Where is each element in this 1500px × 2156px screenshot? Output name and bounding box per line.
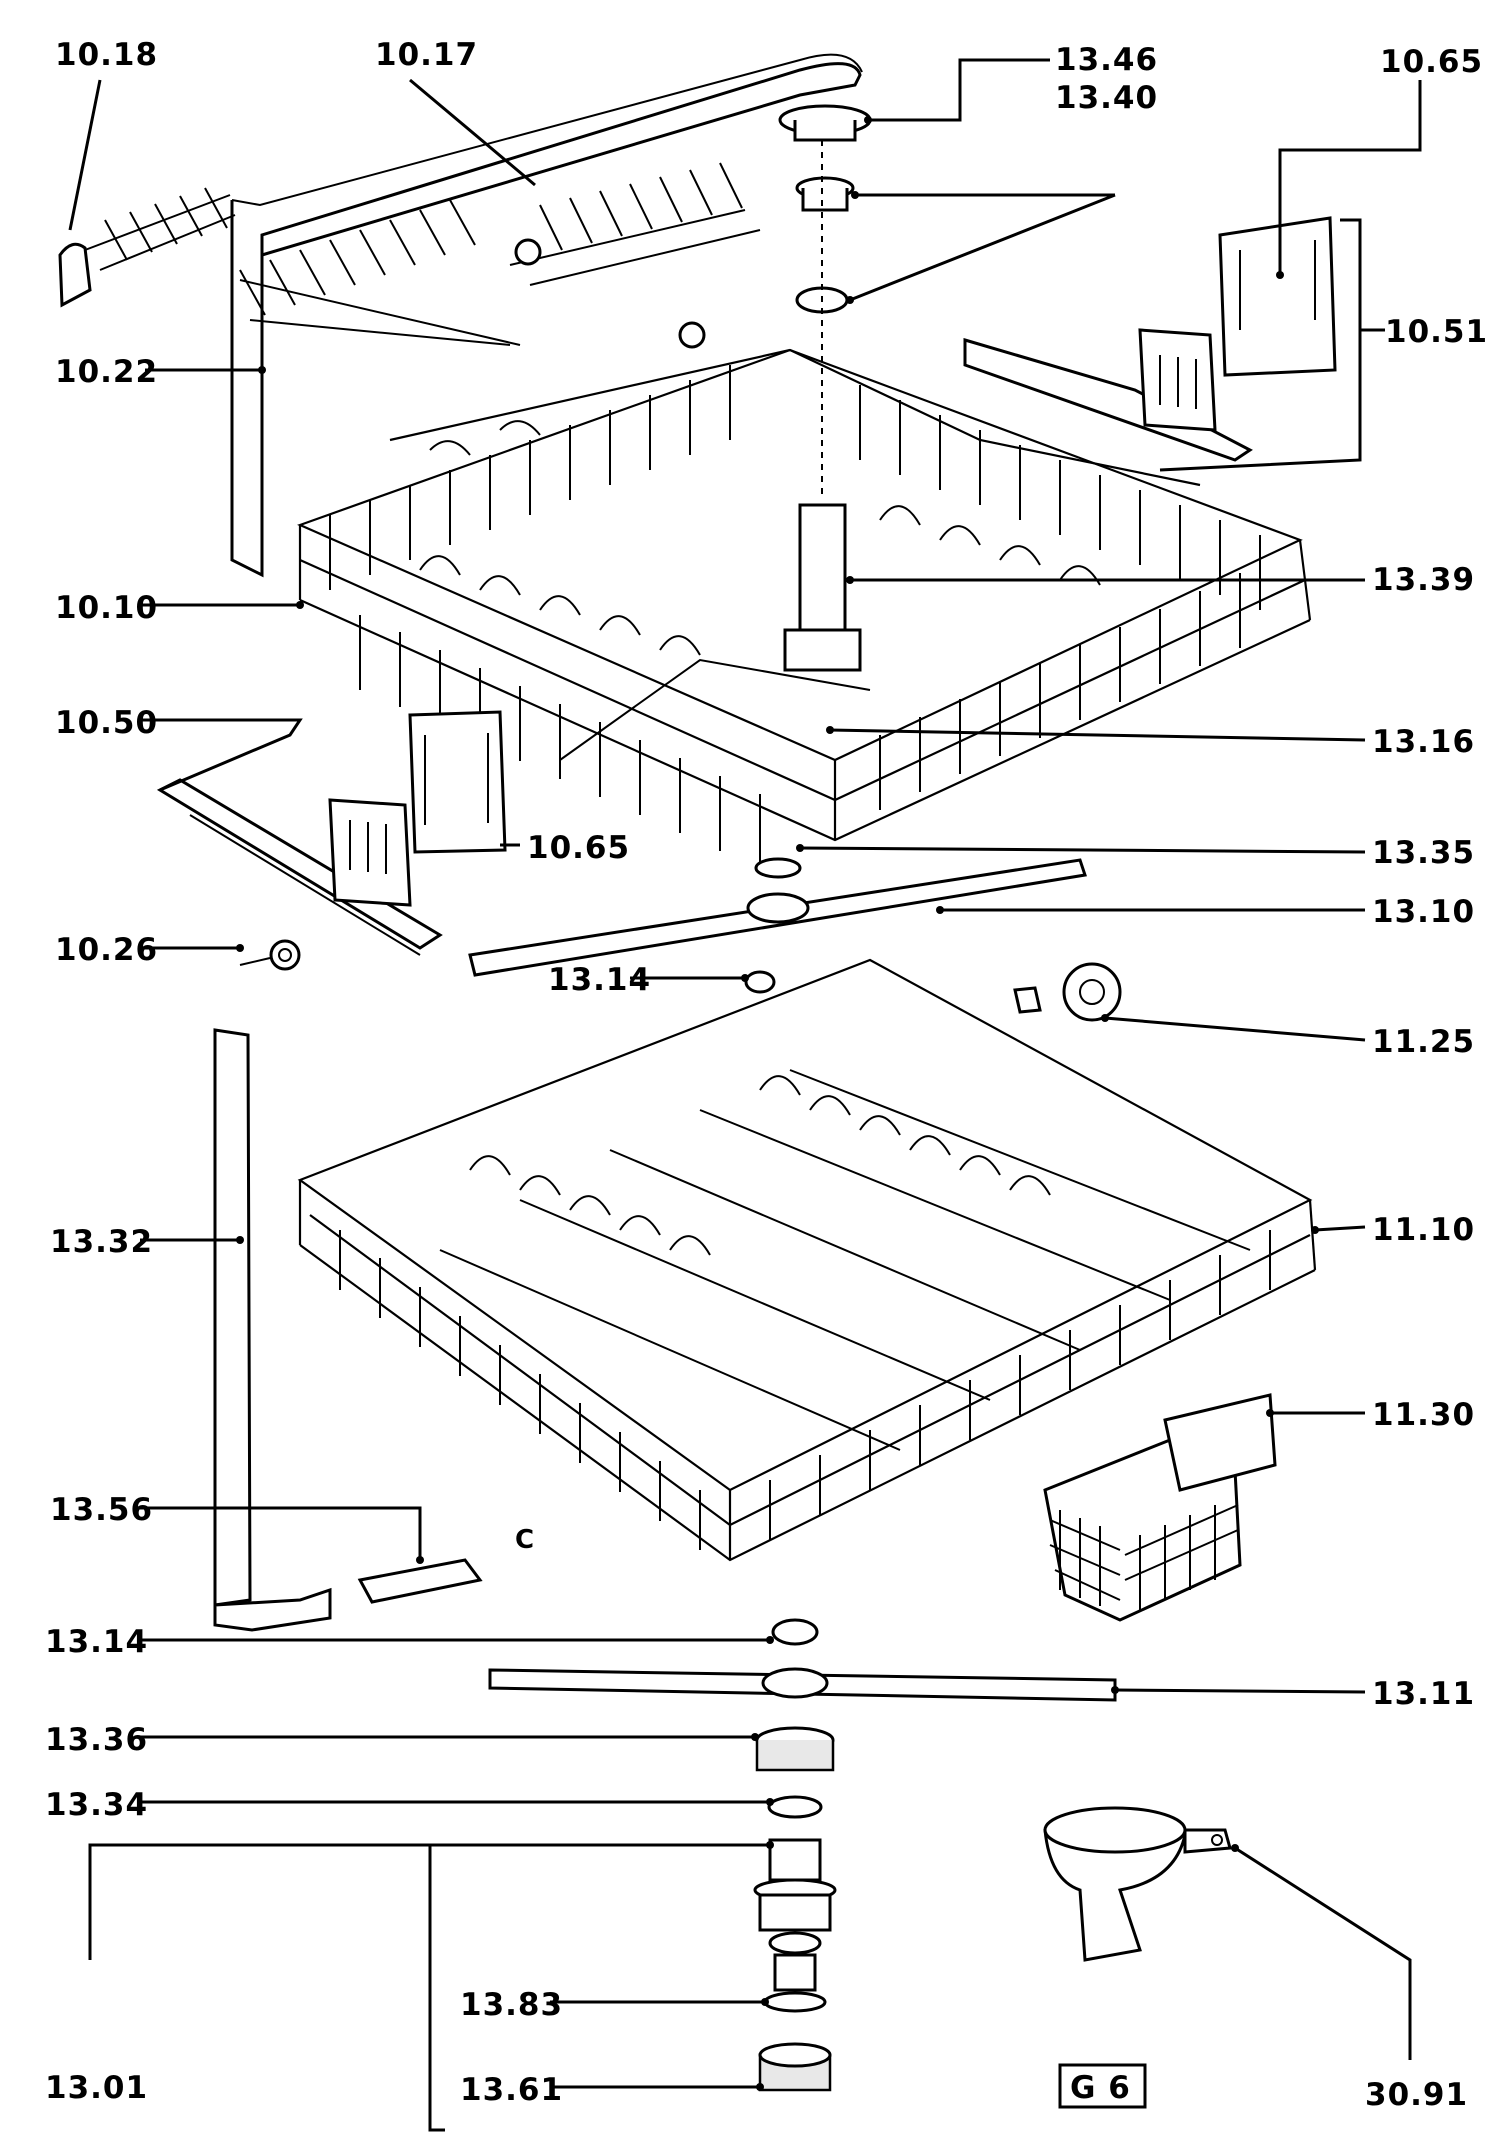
label-11-30: 11.30 [1372, 1397, 1475, 1433]
part-labels: 10.18 10.17 13.46 13.40 10.65 10.51 10.2… [45, 37, 1488, 2113]
label-10-65-top: 10.65 [1380, 44, 1483, 80]
label-10-51: 10.51 [1385, 314, 1488, 350]
label-13-16: 13.16 [1372, 724, 1475, 760]
lower-spray-supply-pipe [213, 1028, 483, 1632]
rail-end-stop-mid [408, 710, 507, 854]
label-13-39: 13.39 [1372, 562, 1475, 598]
g6-box [1058, 2063, 1147, 2109]
salt-funnel [1043, 1806, 1232, 1962]
label-10-26: 10.26 [55, 932, 158, 968]
label-13-56: 13.56 [50, 1492, 153, 1528]
upper-basket-wheel [239, 939, 301, 971]
label-30-91: 30.91 [1365, 2077, 1468, 2113]
cutlery-basket [1043, 1393, 1277, 1622]
label-10-17: 10.17 [375, 37, 478, 73]
upper-basket-wheel-rail [156, 778, 443, 956]
label-10-10: 10.10 [55, 590, 158, 626]
leader-lines [68, 58, 1422, 2132]
cup-shelf-center [509, 162, 761, 349]
cup-shelf-left [58, 187, 521, 346]
upper-spray-supply-pipe [230, 53, 863, 578]
upper-basket-rail-bracket-right [963, 328, 1253, 462]
label-13-40: 13.40 [1055, 80, 1158, 116]
label-13-35: 13.35 [1372, 835, 1475, 871]
lower-spray-arm [488, 1618, 1117, 1702]
lower-basket [297, 958, 1317, 1562]
label-13-46: 13.46 [1055, 42, 1158, 78]
label-13-83: 13.83 [460, 1987, 563, 2023]
label-13-01: 13.01 [45, 2070, 148, 2106]
label-11-10: 11.10 [1372, 1212, 1475, 1248]
label-13-11: 13.11 [1372, 1676, 1475, 1712]
label-g6: G 6 [1070, 2070, 1131, 2106]
label-10-50: 10.50 [55, 705, 158, 741]
upper-spray-arm-hub-assembly [778, 104, 872, 672]
label-13-34: 13.34 [45, 1787, 148, 1823]
lower-spray-arm-hub-assembly [753, 1726, 837, 2092]
label-13-10: 13.10 [1372, 894, 1475, 930]
label-13-36: 13.36 [45, 1722, 148, 1758]
label-13-61: 13.61 [460, 2072, 563, 2108]
label-10-18: 10.18 [55, 37, 158, 73]
label-13-14-upper: 13.14 [548, 962, 651, 998]
label-13-14-lower: 13.14 [45, 1624, 148, 1660]
label-13-32: 13.32 [50, 1224, 153, 1260]
label-10-65-mid: 10.65 [527, 830, 630, 866]
leader-dots [236, 116, 1319, 2091]
lower-basket-wheel [1013, 962, 1122, 1022]
label-11-25: 11.25 [1372, 1024, 1475, 1060]
upper-spray-arm [468, 857, 1087, 994]
upper-basket [297, 348, 1312, 869]
rail-end-stop-top [1218, 216, 1337, 377]
label-c: C [515, 1525, 534, 1555]
label-10-22: 10.22 [55, 354, 158, 390]
